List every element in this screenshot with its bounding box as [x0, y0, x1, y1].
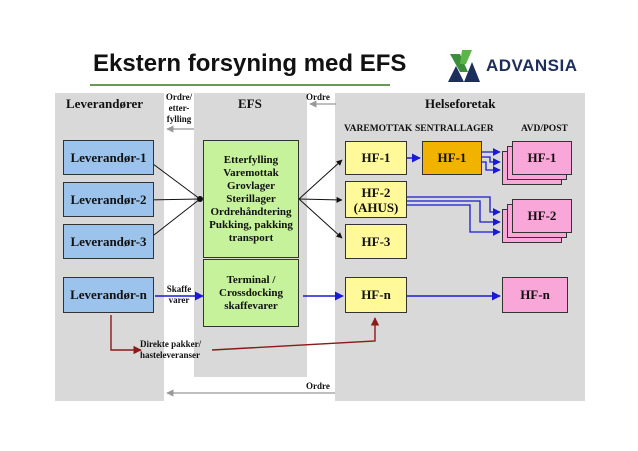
subheader-varemottak: VAREMOTTAK — [344, 124, 413, 134]
efs-line: Ordrehåndtering — [210, 205, 292, 218]
efs-line: Sterillager — [226, 192, 276, 205]
efs-to-hf2 — [298, 196, 343, 203]
label-ordre-bottom: Ordre — [306, 381, 330, 391]
efs-line: Crossdocking — [219, 286, 283, 299]
receiving-hf1[interactable]: HF-1 — [345, 141, 407, 175]
label-line: fylling — [166, 114, 192, 124]
label-line: varer — [168, 295, 190, 305]
direct-packages-line — [110, 315, 142, 355]
central-store-hf1[interactable]: HF-1 — [422, 141, 482, 175]
label-skaffe-varer: Skaffe varer — [164, 284, 194, 306]
label-line: etter- — [168, 103, 190, 113]
subheader-sentrallager: SENTRALLAGER — [415, 124, 494, 134]
supplier-box-2[interactable]: Leverandør-2 — [63, 182, 154, 217]
label-line: Skaffe — [166, 284, 192, 294]
page-title: Ekstern forsyning med EFS — [93, 50, 407, 77]
subheader-avd-post: AVD/POST — [521, 124, 568, 134]
central-to-dept1-c — [482, 161, 501, 174]
advansia-logo-text: ADVANSIA — [486, 56, 578, 75]
label-line: Direkte pakker/ — [140, 339, 202, 349]
receiving-hf2-line: (AHUS) — [353, 199, 399, 215]
label-ordre-top: Ordre — [306, 92, 330, 102]
receiving-hf2[interactable]: HF-2 (AHUS) — [345, 181, 407, 218]
efs-line: Pukking, pakking — [209, 218, 293, 231]
advansia-logo-icon — [448, 50, 480, 82]
label-line: Ordre/ — [165, 92, 193, 102]
efs-line: skaffevarer — [224, 299, 278, 312]
receiving-hf3[interactable]: HF-3 — [345, 224, 407, 259]
receiving-hfn[interactable]: HF-n — [345, 277, 407, 313]
supplier3-to-efs — [144, 198, 201, 243]
header-efs: EFS — [238, 96, 262, 111]
efs-line: Varemottak — [223, 166, 279, 179]
receiving-hf2-line: HF-2 — [361, 184, 391, 200]
dept-hfn[interactable]: HF-n — [502, 277, 568, 313]
hf2-to-dept2-a — [407, 196, 501, 216]
supplier1-to-efs — [144, 157, 201, 200]
converge-dot — [197, 196, 203, 202]
dept-hf2[interactable]: HF-2 — [512, 199, 572, 233]
header-helseforetak: Helseforetak — [425, 96, 496, 111]
title-underline — [90, 84, 390, 86]
label-line: hasteleveranser — [140, 350, 200, 360]
hf2-to-dept2-c — [407, 204, 501, 236]
efs-line: Etterfylling — [223, 153, 279, 166]
hf2-to-dept2-b — [407, 200, 501, 226]
efs-line: transport — [228, 231, 274, 244]
efs-line: Grovlager — [226, 179, 276, 192]
efs-main-box[interactable]: Etterfylling Varemottak Grovlager Steril… — [203, 140, 299, 258]
supplier-box-1[interactable]: Leverandør-1 — [63, 140, 154, 175]
dept-hf1[interactable]: HF-1 — [512, 141, 572, 175]
label-direkte-pakker: Direkte pakker/ hasteleveranser — [140, 339, 201, 361]
efs-line: Terminal / — [226, 273, 276, 286]
efs-to-hf3 — [298, 198, 343, 239]
supplier-box-3[interactable]: Leverandør-3 — [63, 224, 154, 259]
label-ordre-etterfylling: Ordre/ etter- fylling — [164, 92, 194, 125]
direct-packages-to-hfn — [211, 317, 380, 351]
supplier-box-n[interactable]: Leverandør-n — [63, 277, 154, 313]
supplier2-to-efs — [144, 198, 201, 201]
header-leverandorer: Leverandører — [66, 96, 144, 111]
efs-to-hf1 — [298, 159, 343, 200]
central-to-dept1-b — [482, 156, 501, 166]
efs-terminal-box[interactable]: Terminal / Crossdocking skaffevarer — [203, 259, 299, 327]
